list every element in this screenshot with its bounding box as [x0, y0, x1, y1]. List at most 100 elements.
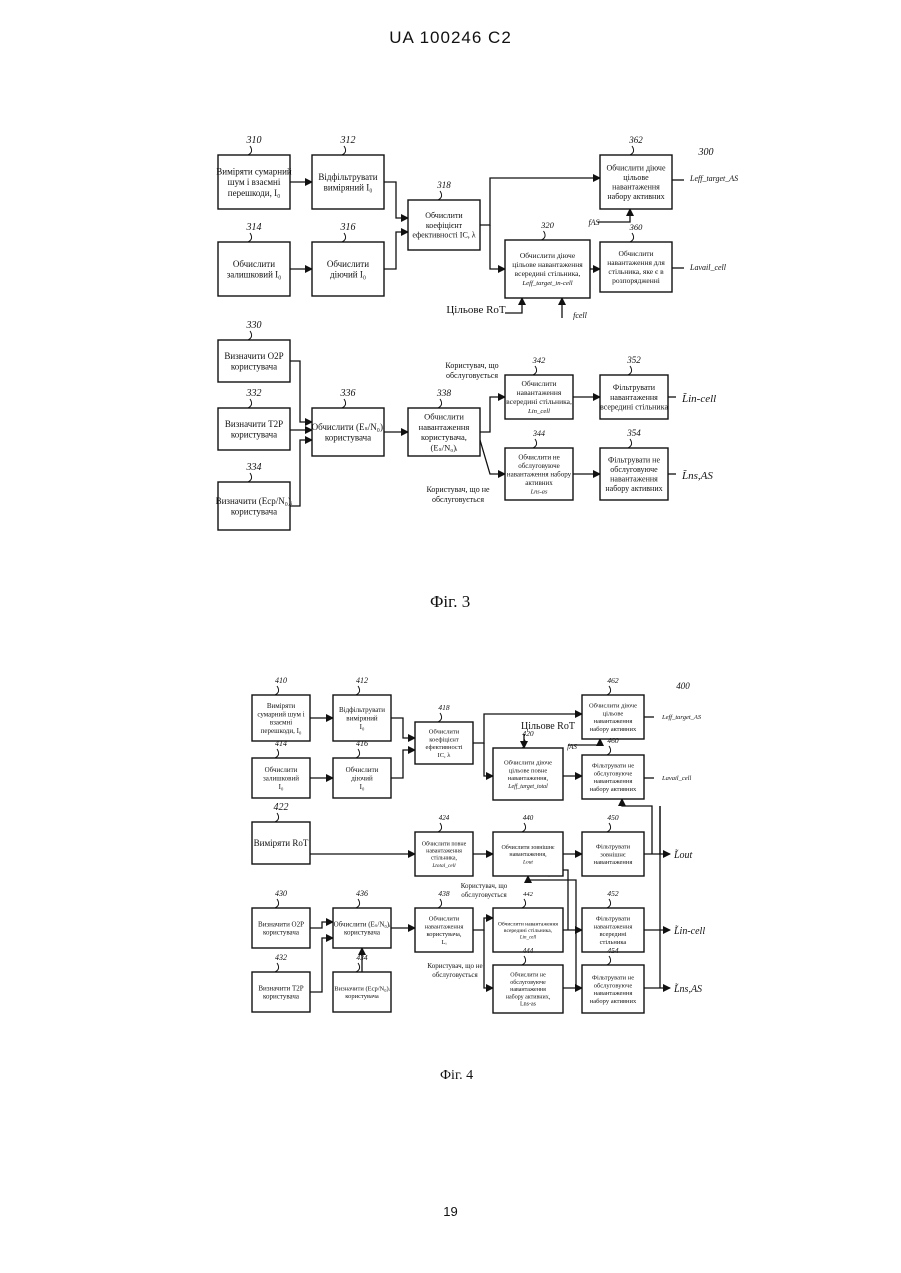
ref-tick	[275, 686, 279, 695]
fig4-block-424-ref: 424	[439, 814, 450, 822]
fig3-block-318-text: ефективності IC, λ	[412, 230, 475, 239]
fig4-block-430-ref: 430	[275, 889, 287, 898]
ref-tick	[533, 439, 537, 448]
fig4-block-410-text: Виміряти	[267, 702, 296, 710]
fig3-block-334-text: Визначити (Ecp/N₀)ᵢ	[216, 496, 293, 506]
fig4-block-416-text: Обчислити	[346, 766, 379, 774]
ref-tick	[607, 899, 611, 908]
fig3-block-314: Обчислитизалишковий I₀	[218, 242, 290, 296]
fig4-block-430-text: Визначити O2P	[258, 920, 304, 928]
connector-line	[598, 209, 630, 222]
ref-tick	[248, 331, 252, 340]
fig4-block-462-ref: 462	[607, 676, 619, 685]
fig4-block-450-text: зовнішнє	[600, 851, 626, 858]
fig3-block-320-symbol: Leff_target_in-cell	[521, 280, 572, 287]
fig4-block-418-ref: 418	[438, 703, 450, 712]
connector-line	[290, 440, 312, 506]
fig4-block-452-text: Фільтрувати	[596, 916, 631, 923]
fig3-block-342-symbol: Lin_cell	[527, 408, 550, 415]
fig4-block-444-ref: 444	[523, 947, 534, 955]
ref-tick	[438, 823, 442, 832]
fig4-block-462-text: цільове	[603, 710, 624, 717]
fig3-block-330-text: користувача	[231, 362, 277, 372]
fig4-block-440-text: Обчислити зовнішнє	[501, 844, 554, 851]
ref-tick	[533, 366, 537, 375]
fig3-block-310-text: шум і взаємні	[228, 177, 281, 187]
ref-tick	[275, 963, 279, 972]
ref-tick	[248, 233, 252, 242]
connector-line	[391, 718, 415, 738]
connector-line	[473, 918, 493, 930]
fig4-block-438-ref: 438	[438, 889, 450, 898]
ref-tick	[356, 749, 360, 758]
fig4-block-416-ref: 416	[356, 739, 368, 748]
fig3-block-344-text: активних	[525, 479, 553, 487]
fig4-block-440-text: навантаження,	[509, 852, 547, 858]
fig4-block-452-ref: 452	[607, 889, 619, 898]
fig3-block-338-text: (Eₛ/N₀)ᵢ	[431, 442, 458, 452]
fig4-block-454: Фільтрувати необслуговуюченавантаженняна…	[582, 965, 644, 1013]
connector-line	[480, 440, 505, 474]
fig3-block-332: Визначити T2Pкористувача	[218, 408, 290, 450]
fig3-block-314-text: Обчислити	[233, 259, 275, 269]
fig4-block-454-text: обслуговуюче	[594, 982, 633, 989]
fig4-block-450-text: навантаження	[594, 859, 633, 866]
fig4-block-454-text: навантаження	[594, 990, 633, 997]
connector-line	[484, 930, 493, 988]
ref-tick	[356, 963, 360, 972]
ref-tick	[248, 473, 252, 482]
ref-tick	[438, 899, 442, 908]
fig3-block-330-text: Визначити O2P	[224, 351, 283, 361]
fig3-block-344-text: навантаження набору	[507, 470, 572, 478]
fig3-block-344-text: Обчислити не	[518, 454, 559, 462]
connector-line	[480, 178, 600, 225]
fig3-block-316-text: діючий I₀	[330, 270, 366, 280]
fig4-block-438-text: користувача,	[426, 931, 461, 938]
connector-line	[310, 938, 333, 992]
fig4-block-444-text: навантаження	[510, 987, 546, 993]
fig3-block-338: Обчислитинавантаженнякористувача,(Eₛ/N₀)…	[408, 408, 480, 456]
fig3-block-354-ref: 354	[626, 428, 641, 438]
fig3-block-320-text: цільове навантаження	[512, 260, 583, 269]
fig4-block-420-text: Обчислити діюче	[504, 760, 552, 767]
fig3-block-332-ref: 332	[246, 388, 262, 399]
fig4-block-414: ОбчислитизалишковийI₀	[252, 758, 310, 798]
fig4-block-414-text: Обчислити	[265, 766, 298, 774]
fig4-f-as: fAS	[567, 743, 577, 751]
ref-tick	[342, 146, 346, 155]
fig4-block-410-ref: 410	[275, 676, 287, 685]
fig4-block-432-ref: 432	[275, 953, 287, 962]
fig4-block-418: ОбчислитикоефіцієнтефективностіIC, λ	[415, 722, 473, 764]
fig4-block-452-text: всередині	[600, 931, 627, 938]
fig4-block-424-symbol: Ltotal_cell	[431, 863, 456, 869]
fig3-block-314-text: залишковий I₀	[227, 270, 282, 280]
fig4-block-420-symbol: Leff_target_total	[507, 783, 548, 790]
connector-line	[484, 743, 493, 776]
fig4-block-432: Визначити T2Pкористувача	[252, 972, 310, 1012]
fig4-out-ns-as: L̃ns,AS	[673, 982, 702, 995]
fig3-ref: 300	[698, 147, 714, 158]
fig3-block-342-ref: 342	[532, 355, 547, 365]
fig4-block-462-text: навантаження	[594, 718, 633, 725]
fig3-block-344-ref: 344	[532, 429, 545, 438]
fig3-block-318-ref: 318	[436, 180, 451, 190]
fig3-block-336-text: користувача	[325, 433, 371, 443]
ref-tick	[630, 146, 634, 155]
connector-line	[310, 922, 333, 928]
fig4-not-served: Користувач, що не	[427, 962, 482, 970]
fig4-block-412-ref: 412	[356, 676, 368, 685]
fig3-block-360: Обчислитинавантаження длястільника, яке …	[600, 242, 672, 292]
fig4-block-442-symbol: Lin_cell	[519, 936, 537, 941]
fig4-block-460-text: набору активних	[590, 786, 637, 793]
fig4-block-440: Обчислити зовнішнєнавантаження,Lout	[493, 832, 563, 876]
fig3-f-cell: fcell	[573, 311, 588, 320]
fig3-block-336: Обчислити (Eₛ/N₀)ᵢкористувача	[312, 408, 385, 456]
ref-tick	[248, 399, 252, 408]
fig4-block-420-text: навантаження,	[508, 775, 549, 782]
fig3-block-318: Обчислитикоефіцієнтефективності IC, λ	[408, 200, 480, 250]
ref-tick	[275, 899, 279, 908]
fig4-block-412-text: Відфільтрувати	[339, 706, 385, 714]
fig3-block-342-text: навантаження	[517, 388, 562, 397]
fig3-block-330-ref: 330	[246, 320, 262, 331]
fig4-block-430: Визначити O2Pкористувача	[252, 908, 310, 948]
